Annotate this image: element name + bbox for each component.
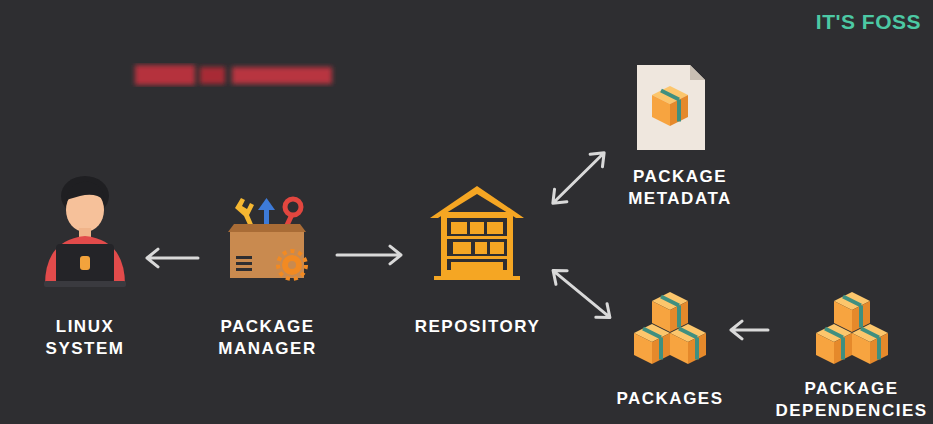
arrow-connector: [553, 153, 604, 203]
user-icon: [44, 176, 126, 287]
package-manager-icon: [228, 198, 306, 279]
icon-label-node: PACKAGE MANAGER: [202, 195, 333, 360]
node-label: PACKAGE DEPENDENCIES: [772, 378, 931, 422]
arrow-connector: [553, 271, 610, 318]
watermark: IT'S FOSS: [816, 10, 921, 34]
arrow-connector: [337, 246, 401, 264]
icon-label-node: PACKAGE DEPENDENCIES: [772, 276, 931, 422]
dependencies-icon: [816, 292, 888, 364]
metadata-icon: [637, 65, 705, 150]
icon-label-node: PACKAGE METADATA: [607, 58, 753, 210]
arrow-connector: [147, 249, 198, 267]
icon-label-node: LINUX SYSTEM: [27, 172, 143, 360]
node-label: LINUX SYSTEM: [27, 316, 143, 360]
redacted-strip: [135, 65, 332, 85]
packages-icon: [634, 292, 706, 364]
repository-icon: [430, 186, 524, 280]
icon-label-node: REPOSITORY: [405, 180, 550, 338]
icon-label-node: PACKAGES: [613, 278, 727, 410]
node-label: REPOSITORY: [415, 316, 541, 338]
node-label: PACKAGE METADATA: [607, 166, 753, 210]
node-label: PACKAGES: [616, 388, 723, 410]
arrow-connector: [731, 321, 768, 339]
node-label: PACKAGE MANAGER: [202, 316, 333, 360]
